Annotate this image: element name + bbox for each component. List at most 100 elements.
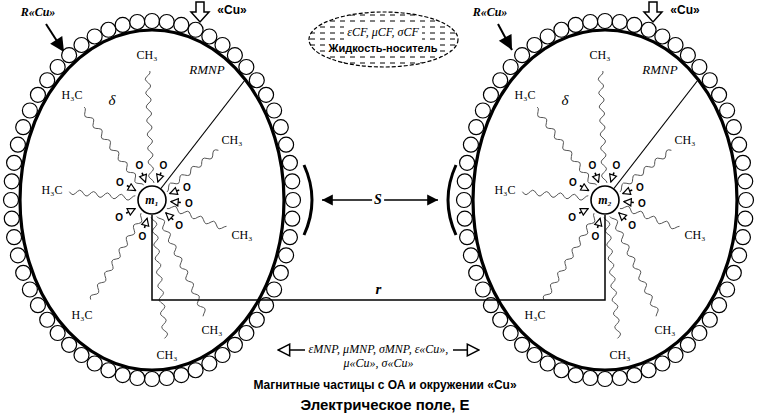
core-label: m₁ xyxy=(145,193,159,208)
cu-particle xyxy=(732,137,747,152)
methyl-label: CH₃ xyxy=(685,228,706,243)
cu-particle xyxy=(16,265,31,280)
oxygen-arrow xyxy=(595,173,598,182)
gap-bracket xyxy=(448,165,456,235)
radius-line xyxy=(152,80,245,200)
cu-particle xyxy=(460,155,475,170)
cu-particle xyxy=(145,372,160,387)
oxygen-label: O xyxy=(135,160,143,171)
cu-particle xyxy=(720,103,735,118)
methyl-label: CH₃ xyxy=(202,323,223,338)
oleic-chain xyxy=(151,217,168,338)
methyl-label: CH₃ xyxy=(222,133,243,148)
cu-particle xyxy=(130,14,145,29)
cu-particle xyxy=(249,73,264,88)
cu-particle xyxy=(188,22,203,37)
radius-cu-label: R«Cu» xyxy=(21,5,56,20)
cu-particle xyxy=(273,265,288,280)
cu-particle xyxy=(598,14,613,29)
cu-particle xyxy=(738,211,753,226)
cu-particle xyxy=(202,356,217,371)
cu-particle xyxy=(460,230,475,245)
oleic-chain xyxy=(620,150,671,192)
methyl-label: H₃C xyxy=(72,308,93,323)
cu-particle xyxy=(469,265,484,280)
radius-leader xyxy=(46,24,64,52)
gap-label: S xyxy=(372,192,384,208)
oxygen-arrow xyxy=(611,172,614,182)
figure-note: Магнитные частицы с ОА и окружении «Cu» xyxy=(253,378,516,392)
cu-particle xyxy=(457,193,472,208)
methyl-label: CH₃ xyxy=(137,48,158,63)
oxygen-label: O xyxy=(636,182,644,193)
cu-particle xyxy=(726,265,741,280)
cu-particle xyxy=(145,14,160,29)
carrier-fluid-ellipse: εCF, μCF, σCFЖидкость-носитель xyxy=(309,12,458,67)
methyl-label: CH₃ xyxy=(590,48,611,63)
oxygen-label: O xyxy=(638,198,646,209)
cu-particle xyxy=(273,120,288,135)
cu-particle xyxy=(732,248,747,263)
distance-label: r xyxy=(374,281,384,298)
cu-particle xyxy=(87,29,102,44)
figure-caption: Электрическое поле, E xyxy=(300,396,469,413)
oxygen-arrow xyxy=(580,186,589,191)
methyl-label: CH₃ xyxy=(157,348,178,363)
cu-particle xyxy=(475,103,490,118)
cu-particle xyxy=(493,73,508,88)
property-label: εMNP, μMNP, σMNP, ε«Cu», μ«Cu», σ«Cu» xyxy=(305,342,453,371)
cu-particle xyxy=(7,155,22,170)
methyl-label: CH₃ xyxy=(655,323,676,338)
oxygen-label: O xyxy=(592,230,600,241)
cu-particle xyxy=(702,73,717,88)
cu-particle xyxy=(130,371,145,386)
cu-particle xyxy=(174,368,189,383)
cu-particle xyxy=(159,14,174,29)
cu-particle xyxy=(4,211,19,226)
oxygen-arrow xyxy=(619,213,626,220)
cu-particle xyxy=(735,155,750,170)
cu-particle xyxy=(101,363,116,378)
oxygen-arrow xyxy=(579,209,588,214)
oleic-chain xyxy=(145,71,154,183)
nanoparticle-circle: RMNPδm₁ xyxy=(20,30,284,370)
cu-particle xyxy=(87,356,102,371)
cu-particle xyxy=(702,312,717,327)
cu-particle xyxy=(627,368,642,383)
cu-label: «Cu» xyxy=(217,3,246,17)
radius-line xyxy=(605,80,698,200)
methyl-label: H₃C xyxy=(515,88,536,103)
oleic-chain xyxy=(610,217,658,317)
cu-particle xyxy=(188,363,203,378)
cu-particle xyxy=(720,282,735,297)
core-circle: m₂ xyxy=(590,185,620,215)
cu-particle xyxy=(712,298,727,313)
cu-particle xyxy=(279,137,294,152)
particle-outline xyxy=(473,30,737,370)
cu-particle xyxy=(30,87,45,102)
cu-particle xyxy=(259,87,274,102)
cu-particle xyxy=(10,137,25,152)
cu-particle xyxy=(10,248,25,263)
oleic-chain xyxy=(522,190,588,200)
cu-particle xyxy=(612,371,627,386)
shell-label: δ xyxy=(562,92,569,109)
oxygen-label: O xyxy=(183,182,191,193)
oleic-chain xyxy=(543,213,595,299)
cu-particle xyxy=(4,174,19,189)
oxygen-arrow xyxy=(158,172,161,182)
radius-cu-label: R«Cu» xyxy=(473,5,508,20)
oxygen-label: O xyxy=(175,220,183,231)
oxygen-arrow xyxy=(624,201,634,203)
cu-particle xyxy=(641,363,656,378)
cu-particle xyxy=(540,29,555,44)
oleic-chain xyxy=(84,107,144,185)
cu-particle xyxy=(282,155,297,170)
methyl-label: CH₃ xyxy=(675,133,696,148)
oxygen-label: O xyxy=(185,198,193,209)
oxygen-arrow xyxy=(142,173,145,182)
cu-particle xyxy=(463,248,478,263)
oxygen-label: O xyxy=(613,159,621,170)
methyl-label: CH₃ xyxy=(232,228,253,243)
oleic-chain xyxy=(604,217,621,338)
